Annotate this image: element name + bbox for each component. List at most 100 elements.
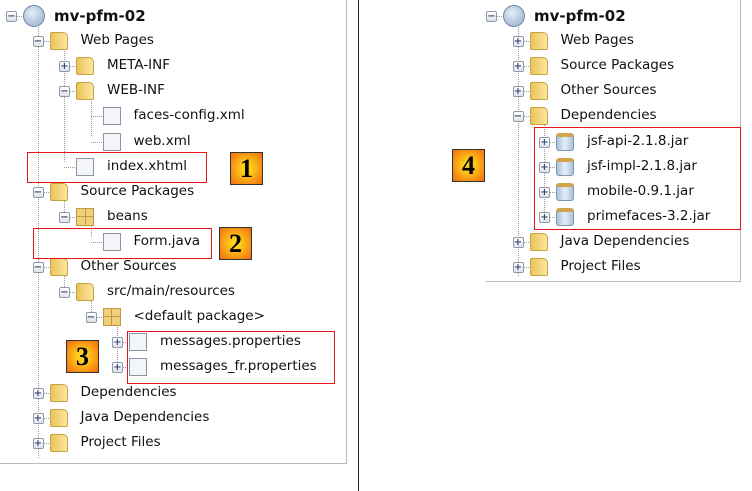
tree-guide-line [64, 91, 77, 93]
tree-node-label: web.xml [133, 132, 191, 149]
tree-node-source-packages[interactable]: −Source Packages [0, 181, 346, 203]
tree-node-messages-fr-properties[interactable]: + messages_fr.properties [0, 356, 346, 378]
tree-node-label: beans [107, 207, 148, 224]
collapse-icon[interactable]: − [59, 211, 70, 223]
expand-icon[interactable]: + [539, 186, 550, 198]
tree-node-label: META-INF [107, 57, 171, 74]
expand-icon[interactable]: + [512, 61, 524, 73]
tree-node-mv-pfm-02[interactable]: −mv-pfm-02 [486, 5, 740, 27]
expand-icon[interactable]: + [539, 161, 550, 173]
projects-tree-right: −mv-pfm-02+Web Pages+Source Packages+Oth… [486, 0, 741, 282]
tree-node-other-sources[interactable]: + Other Sources [486, 80, 740, 102]
tree-guide-line [117, 342, 130, 344]
tree-node-meta-inf[interactable]: + META-INF [0, 55, 346, 77]
tree-guide-line [517, 66, 531, 68]
tree-guide-line [491, 16, 504, 17]
tree-node-label: Java Dependencies [80, 408, 210, 425]
highlight-box-2 [33, 228, 212, 259]
tree-node-src-main-resources[interactable]: − src/main/resources [0, 281, 346, 303]
tree-node-default-package[interactable]: −<default package> [0, 306, 346, 328]
expand-icon[interactable]: + [112, 337, 123, 349]
tree-node-java-dependencies[interactable]: +Java Dependencies [486, 231, 740, 253]
tree-node-mv-pfm-02[interactable]: − mv-pfm-02 [0, 5, 346, 27]
tree-node-label: jsf-impl-2.1.8.jar [587, 157, 697, 174]
badge-2: 2 [219, 227, 252, 260]
collapse-icon[interactable]: − [32, 36, 44, 48]
tree-node-label: mv-pfm-02 [54, 7, 146, 25]
tree-guide-line [544, 216, 557, 218]
tree-node-jsf-api-2-1-8-jar[interactable]: +jsf-api-2.1.8.jar [486, 131, 740, 153]
expand-icon[interactable]: + [32, 437, 44, 449]
badge-3: 3 [66, 340, 99, 373]
tree-guide-line [37, 442, 51, 444]
expand-icon[interactable]: + [512, 36, 524, 48]
collapse-icon[interactable]: − [512, 111, 524, 123]
tree-node-primefaces-3-2-jar[interactable]: + primefaces-3.2.jar [486, 206, 740, 228]
tree-node-label: src/main/resources [107, 283, 235, 300]
expand-icon[interactable]: + [512, 86, 524, 98]
tree-guide-line [64, 66, 77, 68]
tree-guide-line [517, 267, 531, 268]
tree-node-mobile-0-9-1-jar[interactable]: +mobile-0.9.1.jar [486, 181, 740, 203]
tree-node-web-pages[interactable]: −Web Pages [0, 30, 346, 52]
collapse-icon[interactable]: − [486, 11, 497, 22]
tree-guide-line [544, 141, 557, 143]
tree-node-jsf-impl-2-1-8-jar[interactable]: + jsf-impl-2.1.8.jar [486, 156, 740, 178]
tree-node-other-sources[interactable]: −Other Sources [0, 256, 346, 278]
file-icon [129, 333, 147, 352]
folder-icon [49, 383, 68, 402]
collapse-icon[interactable]: − [32, 262, 44, 273]
tree-guide-line [37, 11, 39, 458]
tree-node-label: Form.java [133, 232, 201, 249]
expand-icon[interactable]: + [539, 211, 550, 223]
jar-icon [556, 182, 574, 201]
collapse-icon[interactable]: − [6, 11, 17, 22]
tree-node-web-pages[interactable]: + Web Pages [486, 30, 740, 52]
expand-icon[interactable]: + [112, 362, 123, 374]
tree-node-project-files[interactable]: +Project Files [0, 432, 346, 454]
expand-icon[interactable]: + [32, 412, 44, 424]
tree-node-source-packages[interactable]: +Source Packages [486, 55, 740, 77]
tree-node-faces-config-xml[interactable]: faces-config.xml [0, 105, 346, 127]
folder-icon [529, 82, 548, 101]
expand-icon[interactable]: + [512, 262, 524, 273]
tree-guide-line [90, 241, 104, 243]
tree-node-dependencies[interactable]: +Dependencies [0, 382, 346, 404]
tree-node-java-dependencies[interactable]: + Java Dependencies [0, 407, 346, 429]
collapse-icon[interactable]: − [85, 312, 97, 324]
tree-node-form-java[interactable]: Form.java [0, 231, 346, 253]
tree-node-label: index.xhtml [107, 157, 187, 174]
collapse-icon[interactable]: − [59, 287, 70, 299]
collapse-icon[interactable]: − [59, 86, 70, 98]
folder-icon [76, 82, 94, 101]
file-icon [102, 132, 121, 151]
tree-guide-line [64, 216, 77, 218]
tree-node-web-xml[interactable]: web.xml [0, 131, 346, 153]
tree-node-web-inf[interactable]: −WEB-INF [0, 80, 346, 102]
collapse-icon[interactable]: − [32, 186, 44, 198]
expand-icon[interactable]: + [539, 136, 550, 148]
tree-node-label: messages_fr.properties [160, 358, 317, 375]
expand-icon[interactable]: + [59, 61, 70, 73]
tree-node-messages-properties[interactable]: +messages.properties [0, 331, 346, 353]
tree-node-beans[interactable]: − beans [0, 206, 346, 228]
tree-node-label: Web Pages [560, 32, 634, 49]
tree-guide-line [37, 191, 51, 193]
tree-node-label: Other Sources [560, 82, 657, 99]
tree-node-project-files[interactable]: +Project Files [486, 256, 740, 278]
tree-guide-line [517, 91, 531, 93]
tree-guide-line [117, 367, 130, 369]
pkg-icon [102, 308, 121, 327]
tree-guide-line [64, 292, 77, 294]
tree-node-index-xhtml[interactable]: index.xhtml [0, 156, 346, 178]
tree-guide-line [90, 317, 104, 319]
globe-icon [503, 5, 525, 27]
folder-icon [76, 283, 94, 302]
tree-node-dependencies[interactable]: −Dependencies [486, 105, 740, 127]
pkg-icon [76, 207, 94, 226]
tree-guide-line [11, 16, 24, 17]
tree-node-label: primefaces-3.2.jar [587, 207, 711, 224]
expand-icon[interactable]: + [32, 387, 44, 399]
folder-icon [76, 57, 94, 76]
expand-icon[interactable]: + [512, 236, 524, 248]
